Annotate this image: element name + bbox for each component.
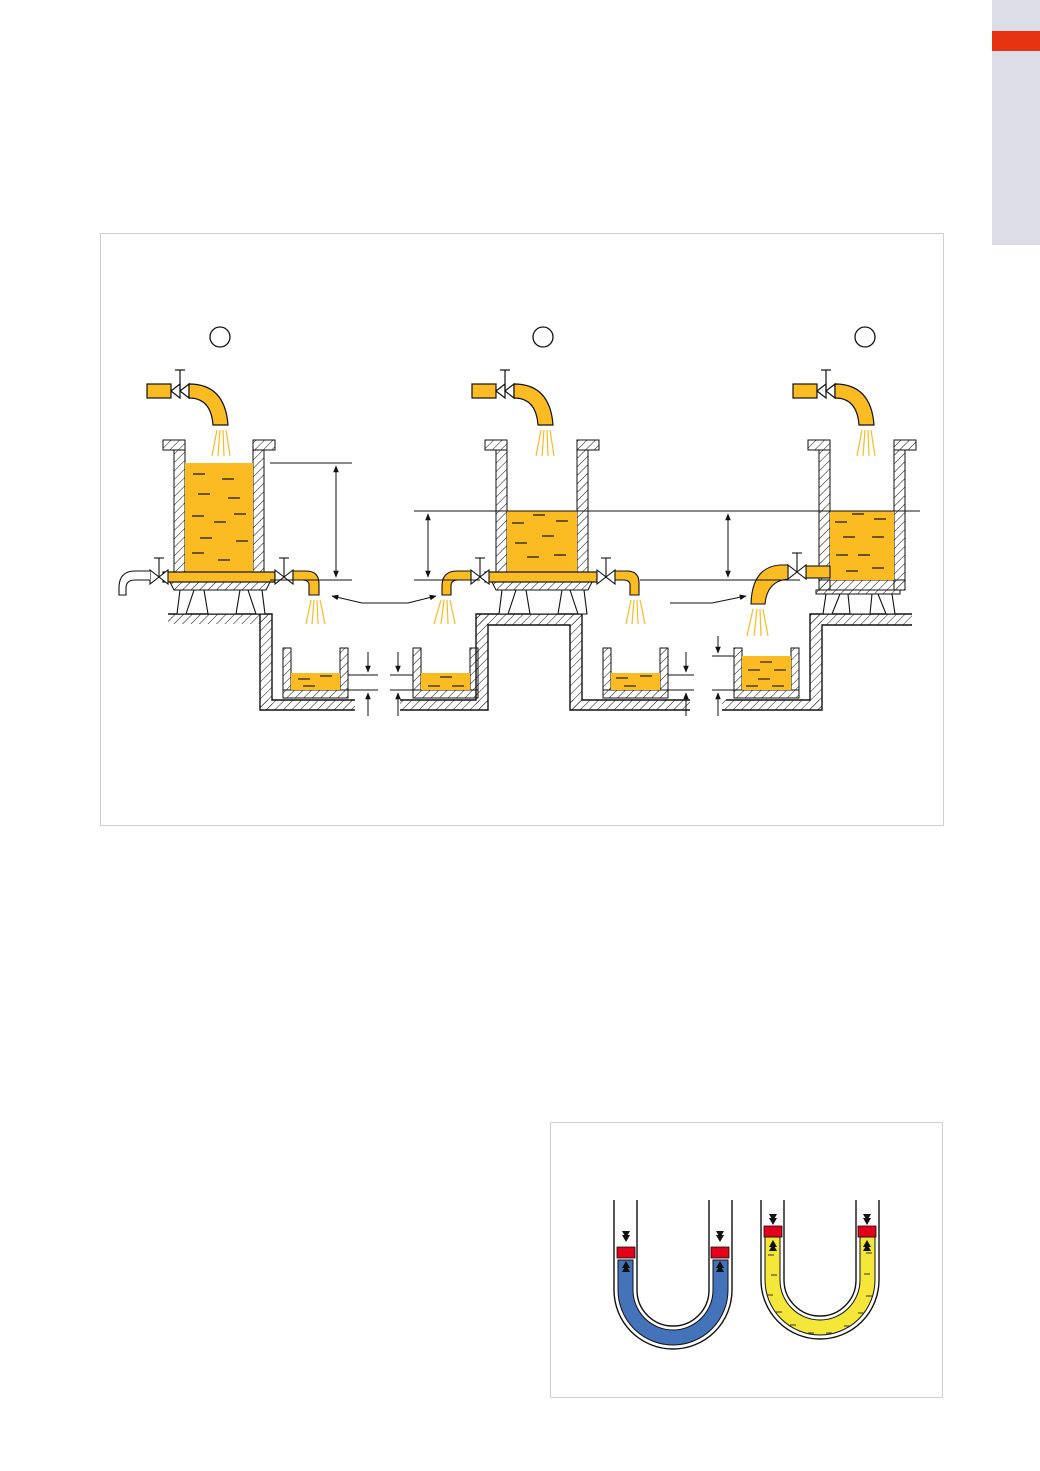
marker-circle-3: [854, 326, 876, 348]
receiver-2-liquid: [421, 673, 470, 690]
receiver-4: [712, 636, 800, 716]
figure-markers: [209, 326, 876, 348]
receiver-3-liquid: [611, 673, 660, 690]
side-tab-accent: [992, 31, 1040, 51]
marker-circle-1: [209, 326, 231, 348]
tank-2-liquid: [507, 511, 577, 572]
side-tab: [992, 0, 1040, 245]
receiver-1-liquid: [291, 673, 340, 690]
tank-1-liquid: [185, 463, 253, 572]
tank-3-liquid: [830, 511, 894, 580]
receivers: [282, 636, 800, 716]
receiver-1: [282, 647, 378, 716]
dimension-lines: [331, 510, 920, 604]
tank-2: [433, 369, 646, 625]
tank-1: [118, 369, 352, 625]
receiver-3: [602, 647, 694, 716]
u-tube-yellow: [760, 1200, 880, 1340]
ground-profile: [168, 613, 912, 711]
tank-3: [746, 369, 917, 637]
vessel-outflow-diagram: [118, 326, 920, 716]
receiver-2: [390, 647, 479, 716]
receiver-4-liquid: [742, 656, 791, 690]
figure-frame-bottom: [550, 1122, 943, 1398]
u-tube-diagram: [613, 1200, 880, 1350]
ground-hatching: [168, 614, 912, 710]
marker-circle-2: [532, 326, 554, 348]
u-tube-blue: [613, 1200, 733, 1350]
